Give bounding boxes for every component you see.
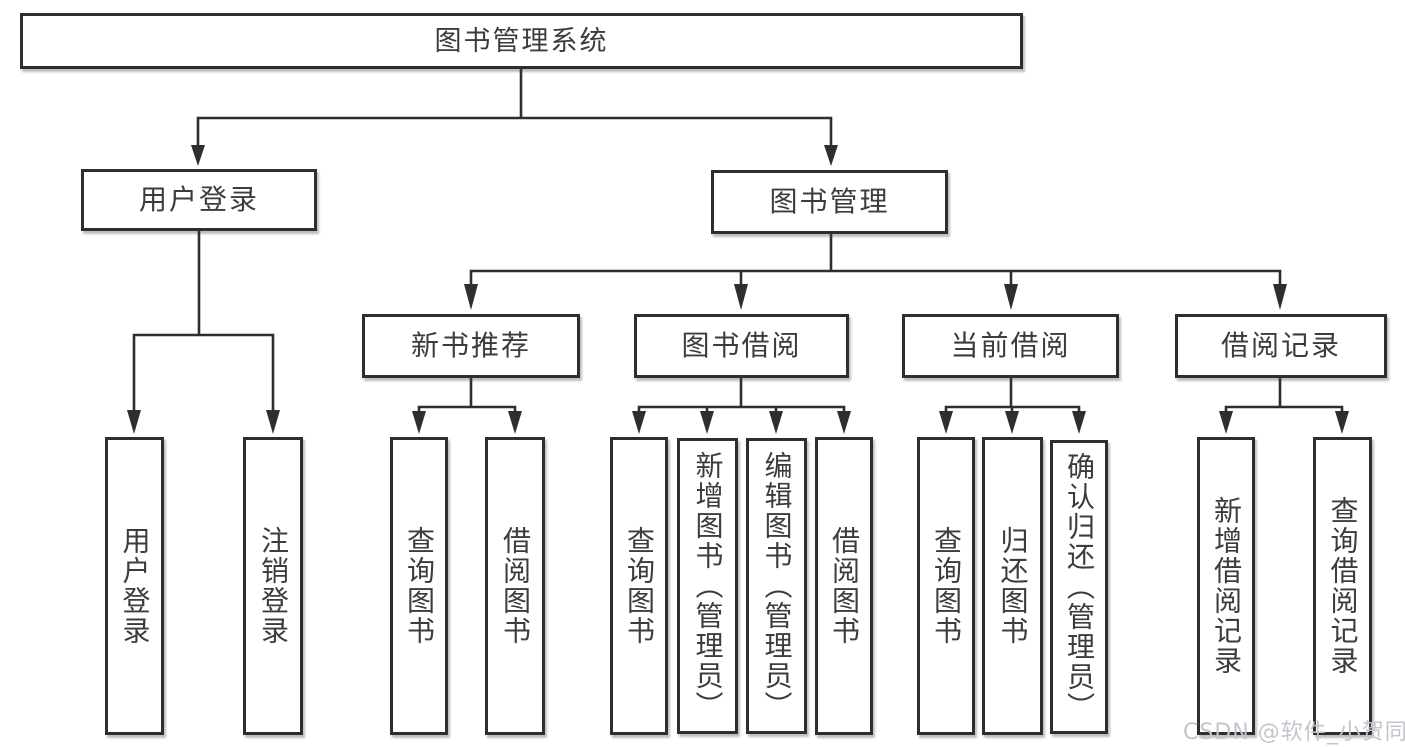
node-new-book-recommend: 新书推荐	[362, 314, 580, 378]
node-library-management-system: 图书管理系统	[20, 13, 1023, 69]
node-user-login: 用户登录	[81, 169, 317, 231]
node-book-management: 图书管理	[711, 170, 948, 234]
leaf-add-borrow-record: 新增借阅记录	[1197, 437, 1255, 735]
leaf-edit-books-admin: 编辑图书（管理员）	[746, 438, 807, 734]
leaf-borrow-books: 借阅图书	[815, 437, 873, 735]
leaf-query-borrow-record: 查询借阅记录	[1313, 437, 1372, 735]
leaf-query-books-current: 查询图书	[917, 437, 975, 735]
csdn-watermark: CSDN @软件_小贺同学	[1183, 720, 1405, 745]
arrowheads	[127, 145, 1349, 434]
leaf-return-books: 归还图书	[982, 437, 1043, 735]
leaf-query-books-borrow: 查询图书	[610, 437, 668, 735]
leaf-add-books-admin: 新增图书（管理员）	[677, 438, 738, 734]
leaf-logout: 注销登录	[243, 437, 303, 735]
leaf-user-login: 用户登录	[105, 437, 164, 735]
node-book-borrow: 图书借阅	[634, 314, 849, 378]
leaf-confirm-return-admin: 确认归还（管理员）	[1050, 440, 1108, 734]
leaf-borrow-books-recommend: 借阅图书	[485, 437, 545, 735]
node-borrow-records: 借阅记录	[1175, 314, 1387, 378]
node-current-borrow: 当前借阅	[902, 314, 1119, 378]
leaf-query-books-recommend: 查询图书	[390, 437, 448, 735]
